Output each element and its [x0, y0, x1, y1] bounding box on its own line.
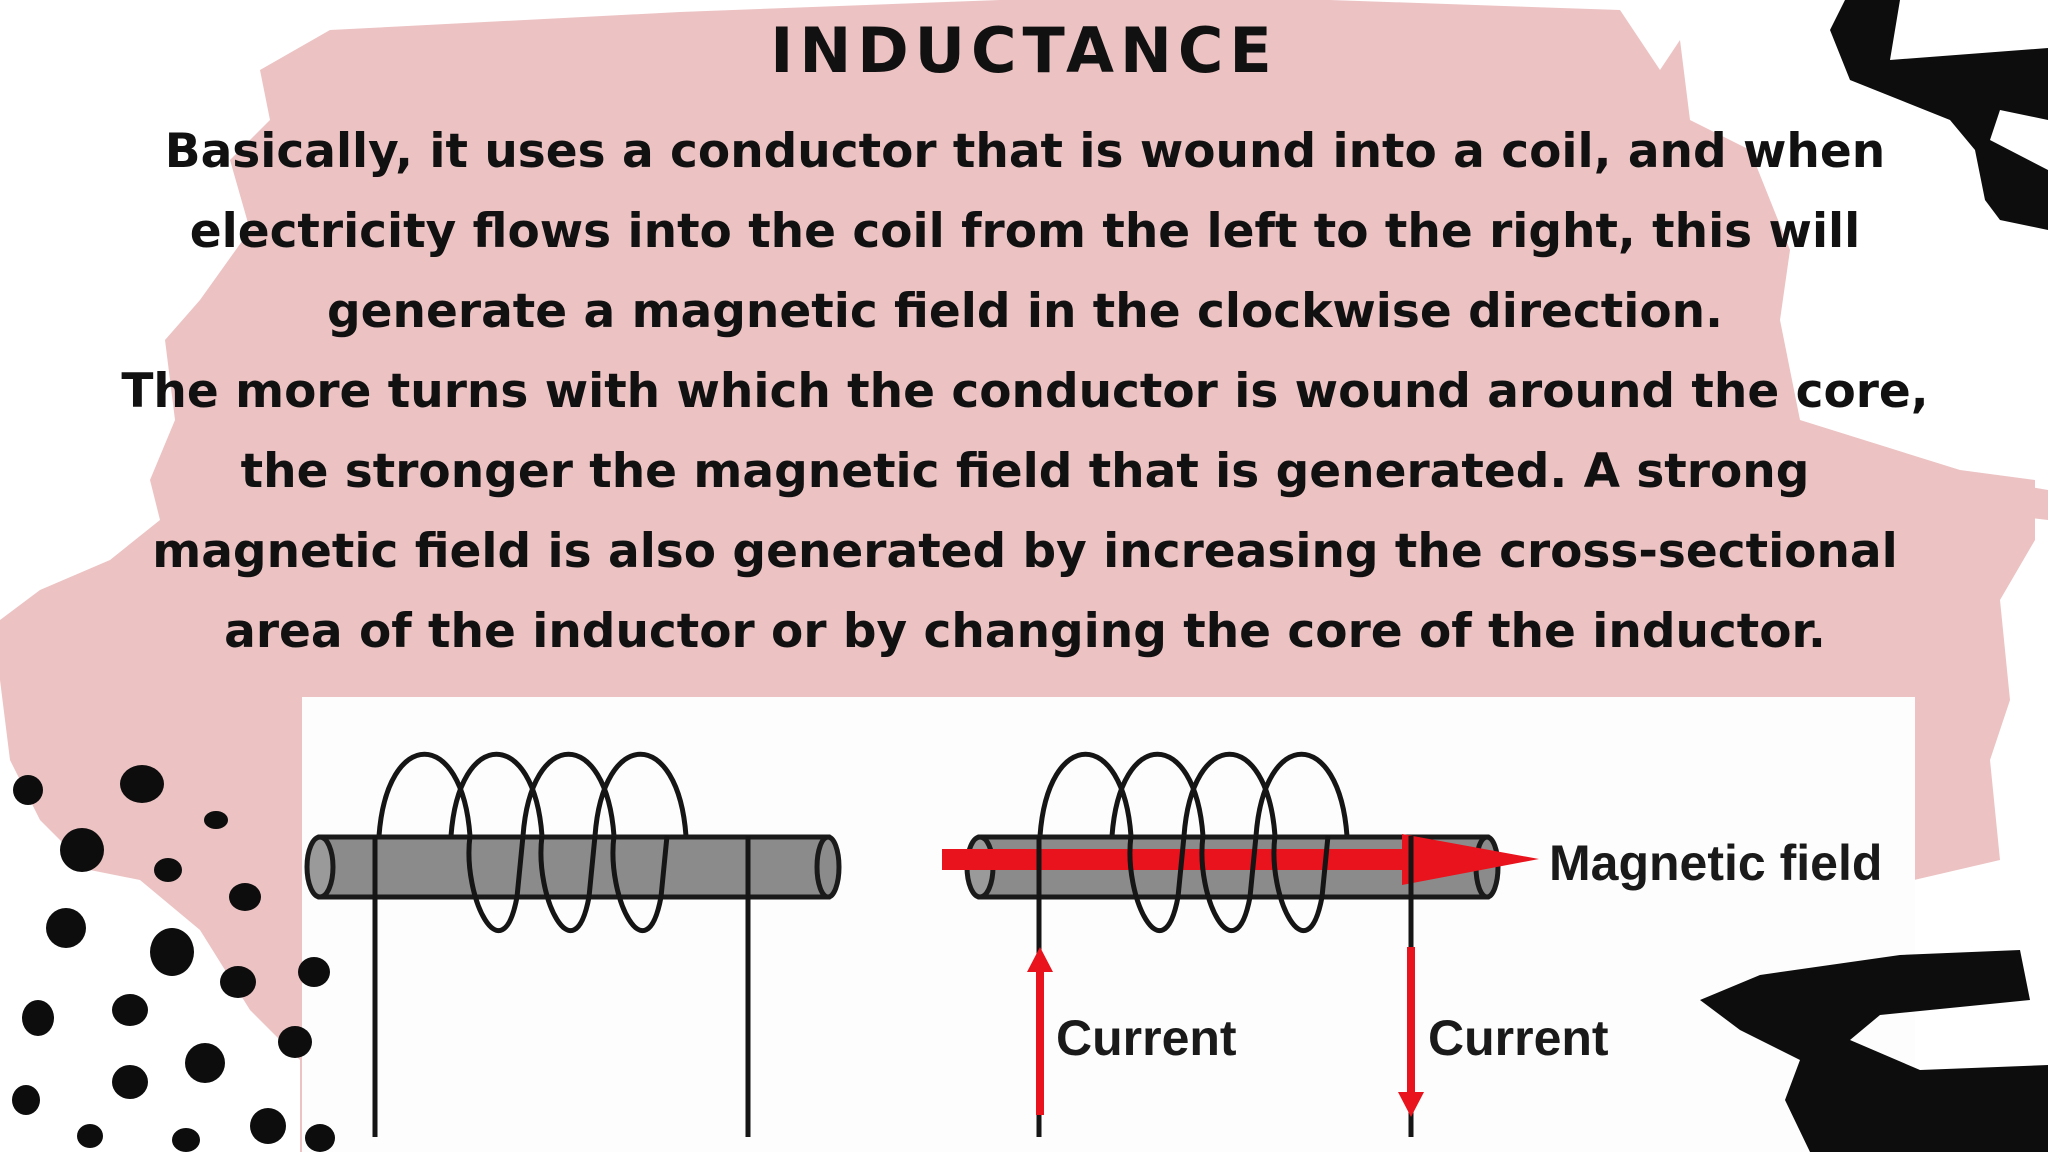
pink-brush-streak	[1870, 460, 2048, 520]
current-right-label: Current	[1428, 1010, 1609, 1066]
current-down-arrow	[1398, 947, 1424, 1117]
body-text: Basically, it uses a conductor that is w…	[110, 112, 1940, 672]
current-left-label: Current	[1056, 1010, 1237, 1066]
right-coil-back-loops	[1037, 751, 1350, 837]
plain-inductor	[304, 751, 842, 1137]
left-core-cylinder	[304, 834, 842, 900]
right-coil-front-loops	[1127, 835, 1331, 934]
left-coil-back-loops	[376, 751, 689, 837]
inductor-diagram: Magnetic field Current Current	[302, 697, 1915, 1152]
slide-title: INDUCTANCE	[770, 14, 1278, 87]
paragraph-coil-description: Basically, it uses a conductor that is w…	[164, 124, 1886, 339]
inductor-diagram-svg: Magnetic field Current Current	[304, 751, 1882, 1137]
magnetic-field-label: Magnetic field	[1549, 835, 1882, 891]
paragraph-field-strength: The more turns with which the conductor …	[121, 364, 1929, 659]
current-up-arrow	[1027, 947, 1053, 1115]
magnetic-field-arrow	[942, 834, 1539, 885]
left-coil-front-loops	[466, 835, 670, 934]
energized-inductor: Magnetic field Current Current	[942, 751, 1882, 1137]
